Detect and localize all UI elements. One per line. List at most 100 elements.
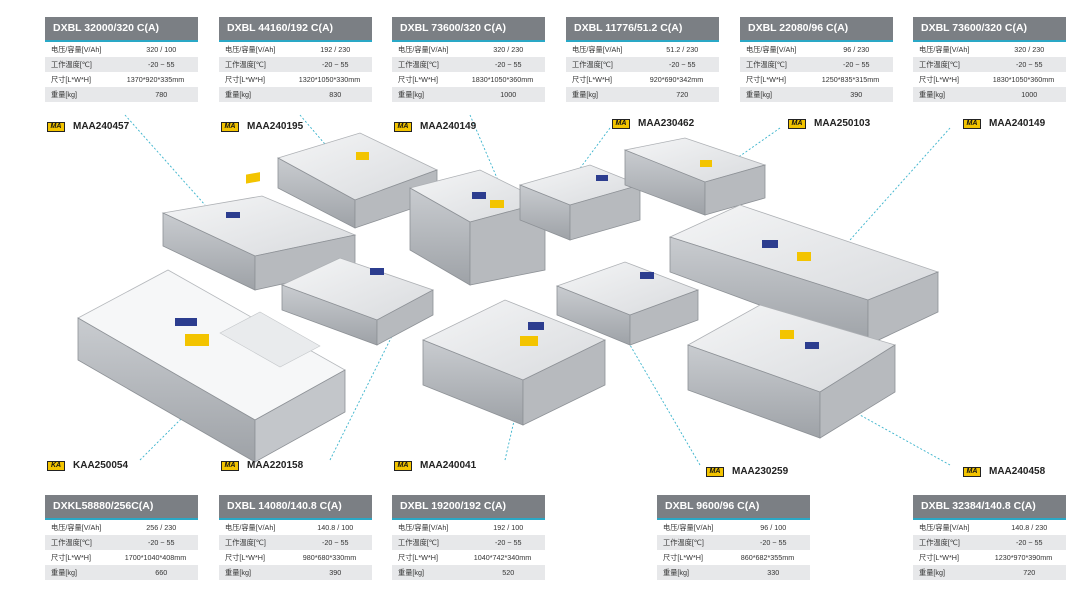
value-voltage: 320 / 230 xyxy=(493,45,524,54)
spec-card-9: DXBL 19200/192 C(A) 电压/容量[V/Ah]192 / 100… xyxy=(392,495,545,580)
value-weight: 520 xyxy=(502,568,515,577)
battery-box-8 xyxy=(280,257,434,346)
label-voltage: 电压/容量[V/Ah] xyxy=(225,45,276,54)
cert-label-1: MA MAA240457 xyxy=(47,121,129,132)
value-size: 1040*742*340mm xyxy=(473,553,532,562)
cert-code: MAA240195 xyxy=(247,121,304,132)
battery-box-6 xyxy=(668,204,940,346)
label-weight: 重量[kg] xyxy=(919,568,945,577)
label-voltage: 电压/容量[V/Ah] xyxy=(398,523,449,532)
cert-code: MAA240149 xyxy=(989,118,1046,129)
value-temp: -20 ~ 55 xyxy=(1015,60,1043,69)
ma-cert-icon: MA xyxy=(612,118,630,129)
label-size: 尺寸[L*W*H] xyxy=(51,75,91,84)
cert-label-8: MA MAA220158 xyxy=(221,460,303,471)
label-size: 尺寸[L*W*H] xyxy=(51,553,91,562)
label-temp: 工作温度[℃] xyxy=(225,538,266,547)
label-voltage: 电压/容量[V/Ah] xyxy=(663,523,714,532)
label-temp: 工作温度[℃] xyxy=(746,60,787,69)
spec-card-8: DXBL 14080/140.8 C(A) 电压/容量[V/Ah]140.8 /… xyxy=(219,495,372,580)
label-weight: 重量[kg] xyxy=(225,90,251,99)
cert-code: MAA240457 xyxy=(73,121,130,132)
cert-code: MAA240149 xyxy=(420,121,477,132)
card-model: DXBL 44160/192 C(A) xyxy=(219,17,372,42)
card-model: DXKL58880/256C(A) xyxy=(45,495,198,520)
battery-box-4 xyxy=(518,164,642,241)
cert-code: MAA220158 xyxy=(247,460,304,471)
label-size: 尺寸[L*W*H] xyxy=(919,75,959,84)
ma-cert-icon: MA xyxy=(394,460,412,471)
value-weight: 780 xyxy=(155,90,168,99)
cert-label-7: KA KAA250054 xyxy=(47,460,128,471)
cert-label-3: MA MAA240149 xyxy=(394,121,476,132)
value-temp: -20 ~ 55 xyxy=(494,60,522,69)
battery-box-1 xyxy=(161,172,357,291)
value-temp: -20 ~ 55 xyxy=(321,60,349,69)
card-model: DXBL 32384/140.8 C(A) xyxy=(913,495,1066,520)
cert-label-4: MA MAA230462 xyxy=(612,118,694,129)
label-voltage: 电压/容量[V/Ah] xyxy=(572,45,623,54)
value-size: 860*682*355mm xyxy=(740,553,795,562)
value-weight: 660 xyxy=(155,568,168,577)
label-weight: 重量[kg] xyxy=(746,90,772,99)
spec-card-4: DXBL 11776/51.2 C(A) 电压/容量[V/Ah]51.2 / 2… xyxy=(566,17,719,102)
value-size: 1250*835*315mm xyxy=(821,75,880,84)
label-voltage: 电压/容量[V/Ah] xyxy=(51,45,102,54)
cert-code: MAA240041 xyxy=(420,460,477,471)
value-voltage: 140.8 / 230 xyxy=(1011,523,1048,532)
label-size: 尺寸[L*W*H] xyxy=(225,553,265,562)
value-voltage: 96 / 230 xyxy=(843,45,870,54)
value-voltage: 51.2 / 230 xyxy=(666,45,699,54)
label-temp: 工作温度[℃] xyxy=(225,60,266,69)
value-voltage: 192 / 230 xyxy=(320,45,351,54)
label-weight: 重量[kg] xyxy=(51,90,77,99)
battery-box-7 xyxy=(77,269,346,463)
ma-cert-icon: MA xyxy=(221,121,239,132)
card-model: DXBL 32000/320 C(A) xyxy=(45,17,198,42)
ma-cert-icon: MA xyxy=(706,466,724,477)
value-voltage: 96 / 100 xyxy=(760,523,787,532)
cert-label-6: MA MAA240149 xyxy=(963,118,1045,129)
label-voltage: 电压/容量[V/Ah] xyxy=(746,45,797,54)
label-temp: 工作温度[℃] xyxy=(51,538,92,547)
spec-card-10: DXBL 9600/96 C(A) 电压/容量[V/Ah]96 / 100 工作… xyxy=(657,495,810,580)
label-voltage: 电压/容量[V/Ah] xyxy=(51,523,102,532)
ma-cert-icon: MA xyxy=(963,118,981,129)
card-model: DXBL 73600/320 C(A) xyxy=(392,17,545,42)
value-weight: 720 xyxy=(676,90,689,99)
value-weight: 1000 xyxy=(1021,90,1038,99)
value-voltage: 320 / 230 xyxy=(1014,45,1045,54)
value-temp: -20 ~ 55 xyxy=(321,538,349,547)
value-weight: 390 xyxy=(329,568,342,577)
label-weight: 重量[kg] xyxy=(51,568,77,577)
ma-cert-icon: MA xyxy=(788,118,806,129)
spec-card-3: DXBL 73600/320 C(A) 电压/容量[V/Ah]320 / 230… xyxy=(392,17,545,102)
label-size: 尺寸[L*W*H] xyxy=(398,75,438,84)
ma-cert-icon: MA xyxy=(963,466,981,477)
value-voltage: 256 / 230 xyxy=(146,523,177,532)
cert-code: MAA230259 xyxy=(732,466,789,477)
card-model: DXBL 22080/96 C(A) xyxy=(740,17,893,42)
value-temp: -20 ~ 55 xyxy=(668,60,696,69)
label-temp: 工作温度[℃] xyxy=(919,60,960,69)
card-model: DXBL 14080/140.8 C(A) xyxy=(219,495,372,520)
cert-label-5: MA MAA250103 xyxy=(788,118,870,129)
value-size: 1230*970*390mm xyxy=(994,553,1053,562)
cert-label-2: MA MAA240195 xyxy=(221,121,303,132)
label-temp: 工作温度[℃] xyxy=(51,60,92,69)
spec-card-7: DXKL58880/256C(A) 电压/容量[V/Ah] 256 / 230 工… xyxy=(45,495,198,580)
value-size: 920*690*342mm xyxy=(649,75,704,84)
card-model: DXBL 9600/96 C(A) xyxy=(657,495,810,520)
ma-cert-icon: MA xyxy=(221,460,239,471)
label-temp: 工作温度[℃] xyxy=(398,60,439,69)
ma-cert-icon: MA xyxy=(47,121,65,132)
spec-card-11: DXBL 32384/140.8 C(A) 电压/容量[V/Ah]140.8 /… xyxy=(913,495,1066,580)
cert-label-9: MA MAA240041 xyxy=(394,460,476,471)
label-size: 尺寸[L*W*H] xyxy=(398,553,438,562)
spec-card-6: DXBL 73600/320 C(A) 电压/容量[V/Ah]320 / 230… xyxy=(913,17,1066,102)
value-temp: -20 ~ 55 xyxy=(842,60,870,69)
value-voltage: 192 / 100 xyxy=(493,523,524,532)
label-size: 尺寸[L*W*H] xyxy=(919,553,959,562)
label-weight: 重量[kg] xyxy=(225,568,251,577)
